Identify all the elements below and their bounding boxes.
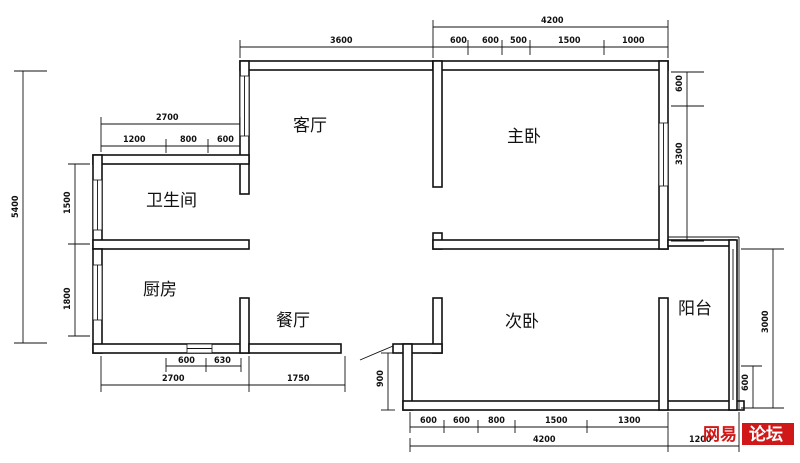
dim-bottom-seg5: 1300 xyxy=(618,416,641,426)
dim-bottom-seg3: 800 xyxy=(488,416,505,426)
dim-top-seg3: 500 xyxy=(510,36,527,46)
room-label-master-bedroom: 主卧 xyxy=(507,127,541,147)
dim-bottom-seg4: 1500 xyxy=(545,416,568,426)
dim-right-balcony: 3000 xyxy=(761,310,771,333)
dim-bottom-balcony: 1200 xyxy=(689,435,712,445)
watermark-part2: 论坛 xyxy=(749,424,783,445)
room-label-bathroom: 卫生间 xyxy=(146,191,197,211)
windows xyxy=(92,75,740,410)
dim-top-seg1: 600 xyxy=(450,36,467,46)
dim-right-top: 600 xyxy=(675,75,685,92)
dim-left-kitchen: 1800 xyxy=(63,287,73,310)
dimension-lines xyxy=(14,20,784,452)
dim-top-living: 3600 xyxy=(330,36,353,46)
dim-top-seg5: 1000 xyxy=(622,36,645,46)
dim-left-upper-seg1: 1200 xyxy=(123,135,146,145)
dim-bottom-left-overall: 2700 xyxy=(162,374,185,384)
room-label-kitchen: 厨房 xyxy=(143,280,177,300)
room-label-dining: 餐厅 xyxy=(276,311,310,331)
dim-bottom-overall: 4200 xyxy=(533,435,556,445)
dim-top-seg4: 1500 xyxy=(558,36,581,46)
dim-left-upper-seg2: 800 xyxy=(180,135,197,145)
dim-top-overall: 4200 xyxy=(541,16,564,26)
room-label-second-bedroom: 次卧 xyxy=(505,312,539,332)
dim-bottom-kitchen-seg1: 600 xyxy=(178,356,195,366)
watermark-part1: 网易 xyxy=(703,425,737,445)
dim-left-overall: 5400 xyxy=(11,195,21,218)
dim-bottom-seg2: 600 xyxy=(453,416,470,426)
dim-right-balcony-low: 600 xyxy=(741,374,751,391)
dim-left-upper-seg3: 600 xyxy=(217,135,234,145)
dim-bottom-seg1: 600 xyxy=(420,416,437,426)
dim-top-seg2: 600 xyxy=(482,36,499,46)
dim-right-master: 3300 xyxy=(675,142,685,165)
dimension-labels: 4200 3600 600 600 500 1500 1000 2700 120… xyxy=(11,16,771,445)
dim-left-upper-overall: 2700 xyxy=(156,113,179,123)
dim-bottom-entry: 900 xyxy=(376,370,386,387)
dim-bottom-kitchen-seg2: 630 xyxy=(214,356,231,366)
watermark-logo: 网易 论坛 xyxy=(703,423,794,445)
dim-left-bath: 1500 xyxy=(63,191,73,214)
room-label-balcony: 阳台 xyxy=(678,299,712,319)
room-label-living: 客厅 xyxy=(293,116,327,136)
dim-bottom-dining: 1750 xyxy=(287,374,310,384)
